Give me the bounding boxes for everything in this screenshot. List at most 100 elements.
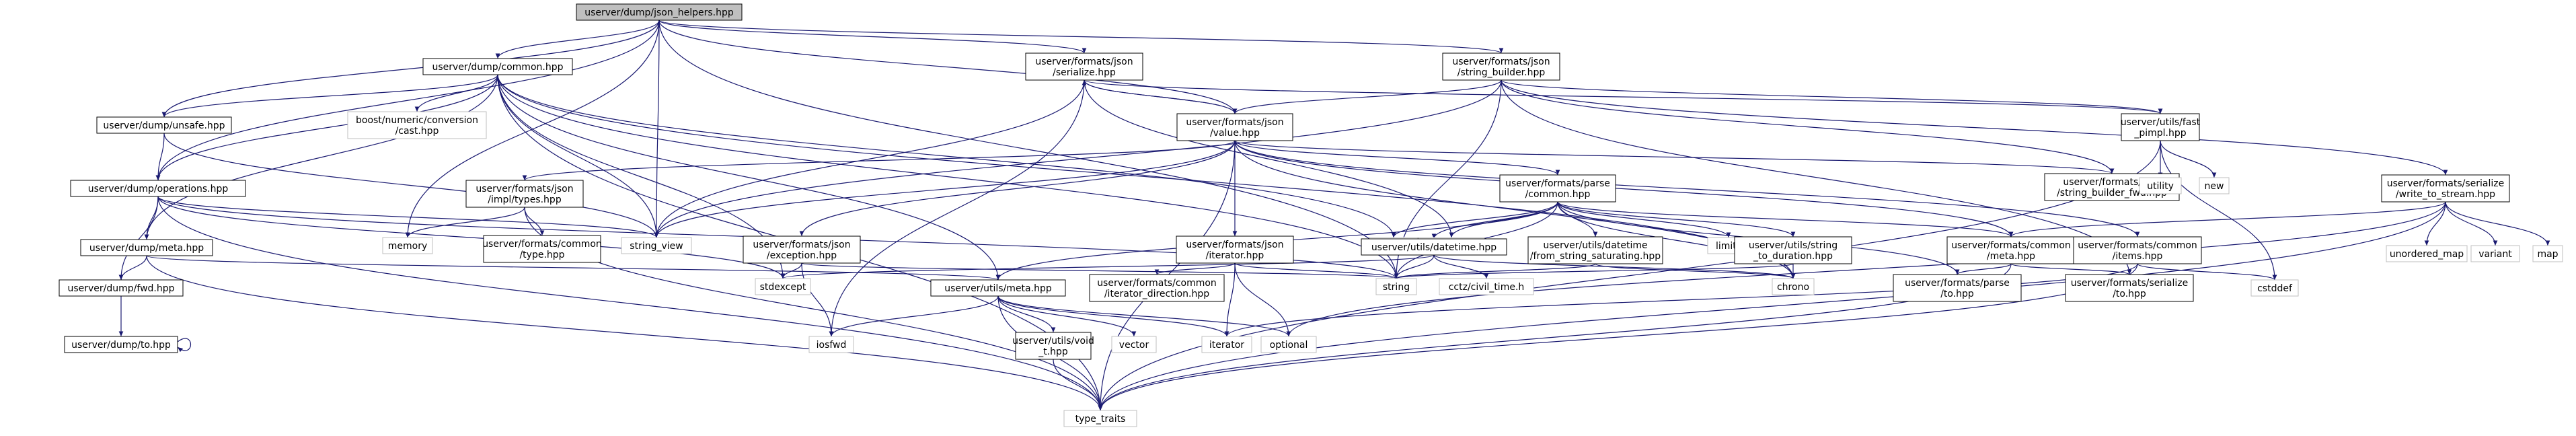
node-userver-formats-json-serialize-hpp[interactable]: userver/formats/json/serialize.hpp: [1025, 52, 1143, 81]
node-label: /cast.hpp: [395, 126, 439, 137]
node-box: [2139, 177, 2182, 194]
node-box: [483, 235, 601, 263]
node-box: [80, 239, 213, 256]
node-label: /value.hpp: [1210, 128, 1260, 139]
edge-operations-to-string_view: [157, 196, 659, 238]
node-label: new: [2205, 181, 2224, 192]
node-label: /to.hpp: [2113, 289, 2146, 299]
node-userver-utils-meta-hpp[interactable]: userver/utils/meta.hpp: [930, 279, 1066, 297]
node-userver-formats-json-impl-types-hpp[interactable]: userver/formats/json/impl/types.hpp: [465, 180, 584, 208]
node-userver-formats-json-value-hpp[interactable]: userver/formats/json/value.hpp: [1176, 113, 1293, 141]
node-label: userver/formats/json: [753, 240, 850, 250]
node-userver-utils-datetime-hpp[interactable]: userver/utils/datetime.hpp: [1361, 238, 1507, 256]
node-label: /type.hpp: [519, 250, 564, 260]
node-userver-utils-string-to-duration-hpp[interactable]: userver/utils/string_to_duration.hpp: [1734, 236, 1852, 264]
edge-root-to-sbuilder: [658, 20, 1503, 54]
node-cctz-civil-time-h: cctz/civil_time.h: [1439, 278, 1534, 295]
edge-common-to-string: [497, 74, 1399, 279]
node-userver-dump-unsafe-hpp[interactable]: userver/dump/unsafe.hpp: [96, 116, 232, 134]
node-box: [1439, 278, 1534, 295]
edge-value-to-impltypes: [522, 140, 1236, 181]
node-userver-formats-common-meta-hpp[interactable]: userver/formats/common/meta.hpp: [1946, 236, 2076, 264]
node-box: [1025, 52, 1143, 81]
node-string-view: string_view: [621, 237, 692, 254]
edge-fastpimpl-to-new: [2160, 140, 2217, 178]
node-label: userver/dump/operations.hpp: [88, 184, 229, 194]
node-userver-utils-fast-pimpl-hpp[interactable]: userver/utils/fast_pimpl.hpp: [2121, 113, 2201, 141]
edge-umeta-to-iosfwd: [829, 295, 999, 337]
node-box: [1772, 278, 1815, 295]
node-label: utility: [2147, 181, 2174, 192]
edge-wts-to-optional: [1286, 201, 2446, 337]
edge-dumpto-to-dumpto: [177, 338, 191, 353]
node-userver-formats-parse-to-hpp[interactable]: userver/formats/parse/to.hpp: [1893, 274, 2022, 302]
node-label: vector: [1119, 340, 1149, 351]
node-userver-dump-fwd-hpp[interactable]: userver/dump/fwd.hpp: [59, 279, 184, 297]
edge-value-to-parsecommon: [1234, 140, 1560, 176]
node-userver-formats-json-iterator-hpp[interactable]: userver/formats/json/iterator.hpp: [1176, 235, 1294, 264]
node-userver-formats-common-iterator-direction-hpp[interactable]: userver/formats/common/iterator_directio…: [1089, 274, 1225, 302]
node-box: [1499, 174, 1616, 203]
edge-meta-to-umeta: [146, 255, 1000, 281]
node-label: /iterator_direction.hpp: [1104, 289, 1209, 299]
edge-root-to-memory: [405, 20, 660, 238]
node-userver-dump-meta-hpp[interactable]: userver/dump/meta.hpp: [80, 239, 213, 256]
node-userver-dump-operations-hpp[interactable]: userver/dump/operations.hpp: [70, 180, 246, 197]
node-box: [2065, 274, 2194, 302]
edge-root-to-string: [658, 20, 1399, 279]
node-label: iterator: [1209, 340, 1244, 351]
node-label: userver/utils/datetime.hpp: [1371, 242, 1497, 253]
edge-sbuilder-to-sbfwd: [1501, 79, 2115, 174]
node-label: userver/formats/json: [1186, 240, 1283, 250]
edge-serialize-to-fmtformat: [1084, 79, 1454, 238]
edge-cmeta-to-serializeto: [2010, 263, 2132, 275]
node-userver-formats-common-type-hpp[interactable]: userver/formats/common/type.hpp: [482, 235, 602, 263]
node-new: new: [2199, 177, 2230, 194]
edge-sbuilder-to-value: [1232, 79, 1502, 114]
node-userver-dump-to-hpp[interactable]: userver/dump/to.hpp: [64, 336, 178, 353]
node-userver-dump-common-hpp[interactable]: userver/dump/common.hpp: [422, 58, 573, 75]
node-userver-utils-void-t-hpp[interactable]: userver/utils/void_t.hpp: [1012, 332, 1094, 360]
node-userver-formats-json-string-builder-hpp[interactable]: userver/formats/json/string_builder.hpp: [1442, 52, 1560, 81]
edge-datetime-to-stdexcept: [781, 254, 1435, 279]
edge-wts-to-type_traits: [1098, 201, 2446, 411]
node-userver-formats-common-items-hpp[interactable]: userver/formats/common/items.hpp: [2073, 236, 2202, 264]
edge-common-to-string_view: [497, 74, 659, 238]
node-label: userver/dump/unsafe.hpp: [103, 120, 225, 131]
node-userver-formats-serialize-to-hpp[interactable]: userver/formats/serialize/to.hpp: [2065, 274, 2194, 302]
node-label: userver/formats/json: [1035, 57, 1133, 67]
node-userver-formats-json-exception-hpp[interactable]: userver/formats/json/exception.hpp: [743, 235, 861, 264]
node-box: [1260, 336, 1317, 353]
node-vector: vector: [1111, 336, 1157, 353]
edge-uvoidt-to-type_traits: [1053, 359, 1103, 411]
edge-fastpimpl-to-cstddef: [2160, 140, 2277, 281]
node-userver-formats-serialize-write-to-stream-hpp[interactable]: userver/formats/serialize/write_to_strea…: [2381, 174, 2510, 203]
node-box: [1361, 238, 1507, 256]
edge-common-to-boostconv: [414, 74, 498, 112]
edge-impltypes-to-memory: [405, 207, 525, 238]
node-box: [1089, 274, 1225, 302]
edge-value-to-jexception: [799, 140, 1236, 237]
node-box: [2121, 113, 2200, 141]
node-label: type_traits: [1075, 414, 1126, 425]
node-label: userver/formats/common: [1951, 240, 2071, 251]
node-box: [755, 278, 811, 295]
node-label: /write_to_stream.hpp: [2396, 189, 2495, 200]
node-box: [1946, 236, 2076, 264]
node-chrono: chrono: [1772, 278, 1815, 295]
node-label: /items.hpp: [2113, 251, 2163, 262]
node-label: stdexcept: [760, 282, 806, 293]
edge-wts-to-map: [2445, 201, 2550, 246]
node-label: iosfwd: [817, 340, 847, 351]
node-userver-formats-parse-common-hpp[interactable]: userver/formats/parse/common.hpp: [1499, 174, 1616, 203]
node-box: [576, 3, 743, 21]
edge-meta-to-type_traits: [146, 255, 1103, 411]
edge-dtsat-to-chrono: [1595, 263, 1796, 279]
node-label: /iterator.hpp: [1206, 250, 1264, 261]
node-label: userver/formats/serialize: [2387, 178, 2505, 189]
node-userver-utils-datetime-from-string-saturating-hpp[interactable]: userver/utils/datetime/from_string_satur…: [1527, 236, 1663, 264]
node-label: string_view: [630, 241, 683, 252]
edge-umeta-to-vector: [997, 295, 1137, 337]
node-boost-numeric-conversion-cast-hpp: boost/numeric/conversion/cast.hpp: [347, 111, 487, 139]
